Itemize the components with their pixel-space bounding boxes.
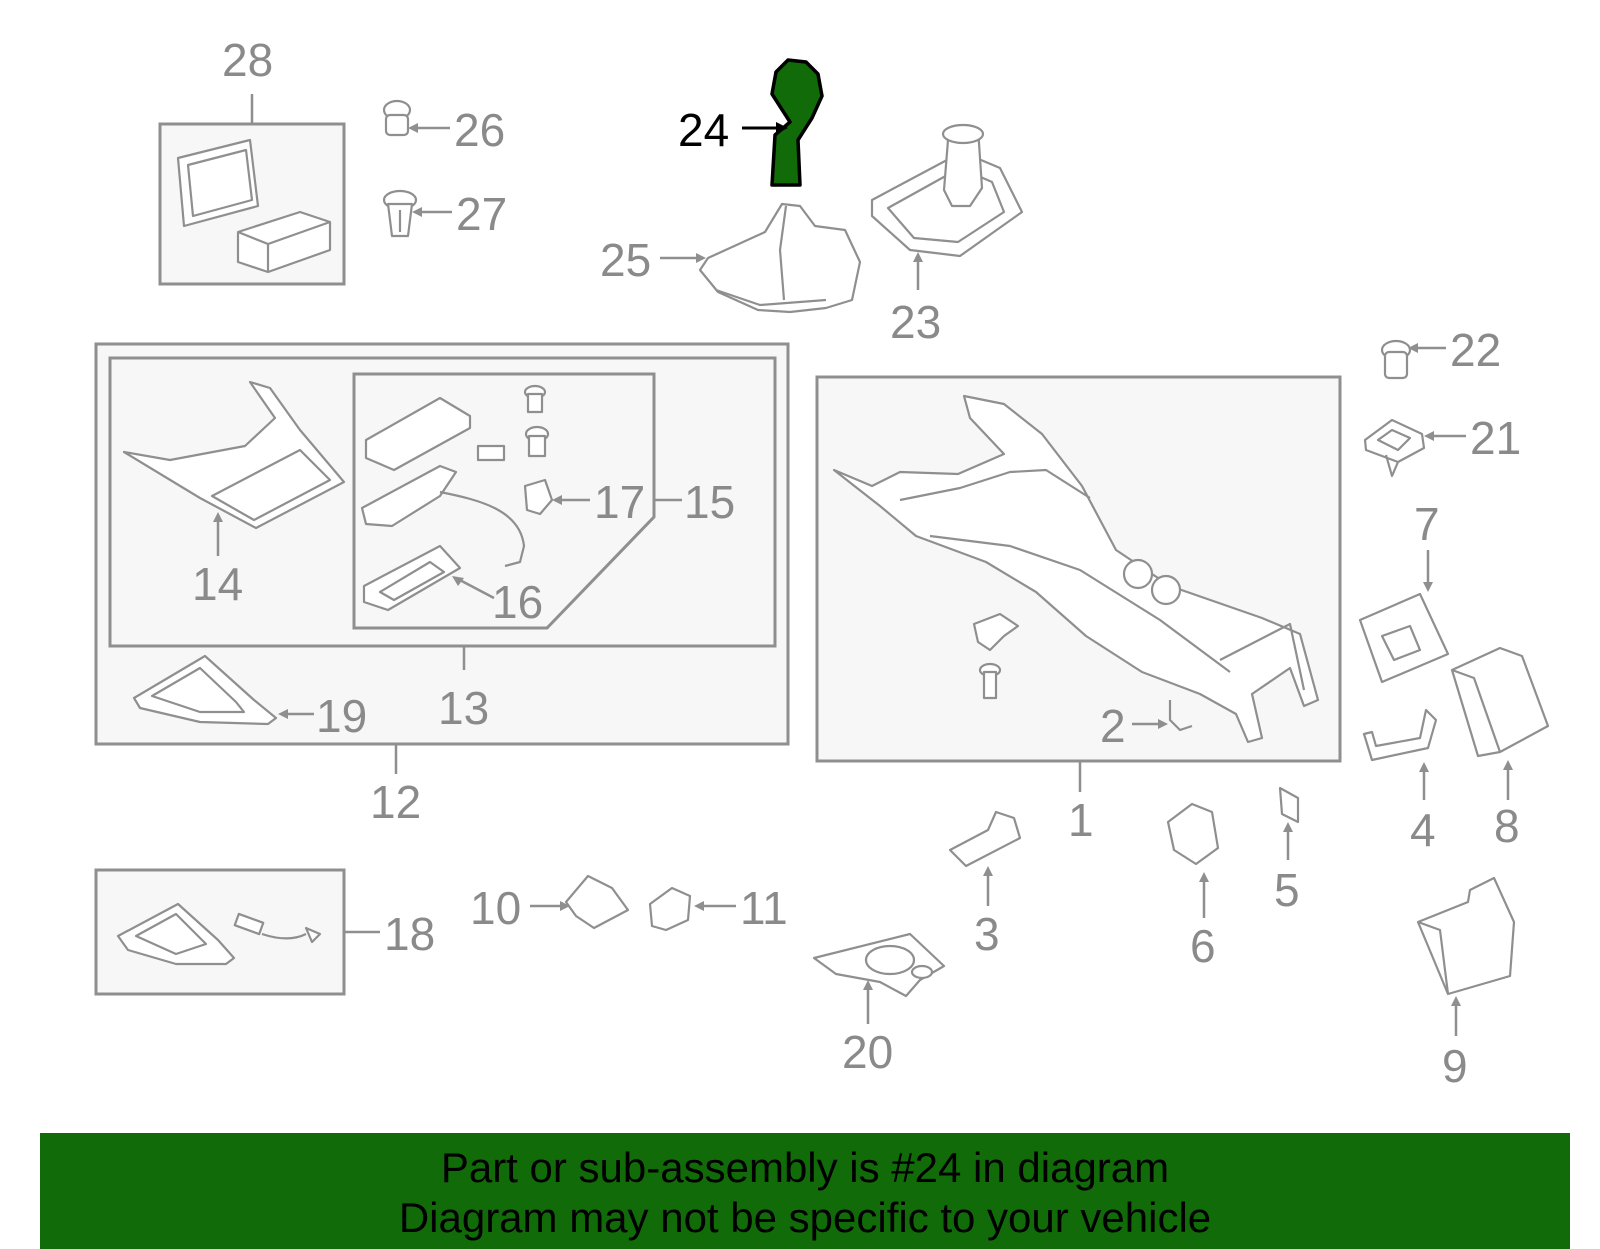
part-8-illustration xyxy=(1450,646,1550,758)
part-16-illustration xyxy=(362,544,462,612)
callout-24-highlighted[interactable]: 24 xyxy=(678,104,729,156)
part-4-illustration xyxy=(1362,708,1438,762)
callout-4[interactable]: 4 xyxy=(1410,804,1436,856)
part-17-illustration xyxy=(523,478,554,516)
callout-14[interactable]: 14 xyxy=(192,558,243,610)
banner-line-disclaimer: Diagram may not be specific to your vehi… xyxy=(398,1194,1212,1241)
callout-22[interactable]: 22 xyxy=(1450,324,1501,376)
part-23-illustration xyxy=(870,123,1024,258)
part-14-illustration xyxy=(122,380,346,530)
callout-10[interactable]: 10 xyxy=(470,882,521,934)
callout-20[interactable]: 20 xyxy=(842,1026,893,1078)
banner-line-part-info: Part or sub-assembly is #24 in diagram xyxy=(440,1144,1170,1191)
callout-2[interactable]: 2 xyxy=(1100,700,1126,752)
part-28-illustration xyxy=(176,138,332,274)
part-26-illustration xyxy=(382,99,412,137)
callout-8[interactable]: 8 xyxy=(1494,800,1520,852)
callout-17[interactable]: 17 xyxy=(594,476,645,528)
callout-7[interactable]: 7 xyxy=(1414,498,1440,550)
part-25-illustration xyxy=(698,202,862,314)
part-24-illustration xyxy=(770,58,824,187)
callout-28[interactable]: 28 xyxy=(222,34,273,86)
info-banner: Part or sub-assembly is #24 in diagram D… xyxy=(40,1133,1570,1249)
callout-12[interactable]: 12 xyxy=(370,776,421,828)
callout-6[interactable]: 6 xyxy=(1190,920,1216,972)
part-18-illustration xyxy=(116,902,322,966)
callout-16[interactable]: 16 xyxy=(492,576,543,628)
part-10-illustration xyxy=(564,874,630,930)
callout-13[interactable]: 13 xyxy=(438,682,489,734)
callout-27[interactable]: 27 xyxy=(456,188,507,240)
part-15-illustration xyxy=(360,384,550,568)
callout-15[interactable]: 15 xyxy=(684,476,735,528)
part-22-illustration xyxy=(1380,339,1412,380)
callout-25[interactable]: 25 xyxy=(600,234,651,286)
part-21-illustration xyxy=(1363,418,1426,478)
part-7-illustration xyxy=(1358,592,1450,684)
callout-19[interactable]: 19 xyxy=(316,690,367,742)
callout-5[interactable]: 5 xyxy=(1274,864,1300,916)
callout-11[interactable]: 11 xyxy=(740,882,788,934)
part-19-illustration xyxy=(132,654,278,726)
part-27-illustration xyxy=(382,189,418,238)
part-6-illustration xyxy=(1166,802,1220,866)
part-3-illustration xyxy=(948,810,1022,868)
callout-3[interactable]: 3 xyxy=(974,908,1000,960)
callout-21[interactable]: 21 xyxy=(1470,412,1521,464)
part-9-illustration xyxy=(1416,876,1516,996)
callout-26[interactable]: 26 xyxy=(454,104,505,156)
part-20-illustration xyxy=(812,932,946,998)
part-2-illustration xyxy=(1168,700,1193,732)
callout-9[interactable]: 9 xyxy=(1442,1040,1468,1092)
part-5-illustration xyxy=(1278,786,1300,824)
leader-lines xyxy=(213,94,1513,1036)
callout-18[interactable]: 18 xyxy=(384,908,435,960)
callout-23[interactable]: 23 xyxy=(890,296,941,348)
part-11-illustration xyxy=(648,886,692,932)
callout-1[interactable]: 1 xyxy=(1068,794,1094,846)
callout-labels: 28 26 27 24 25 23 22 21 14 17 15 16 19 1… xyxy=(192,34,1521,1092)
part-1-illustration xyxy=(832,394,1320,744)
